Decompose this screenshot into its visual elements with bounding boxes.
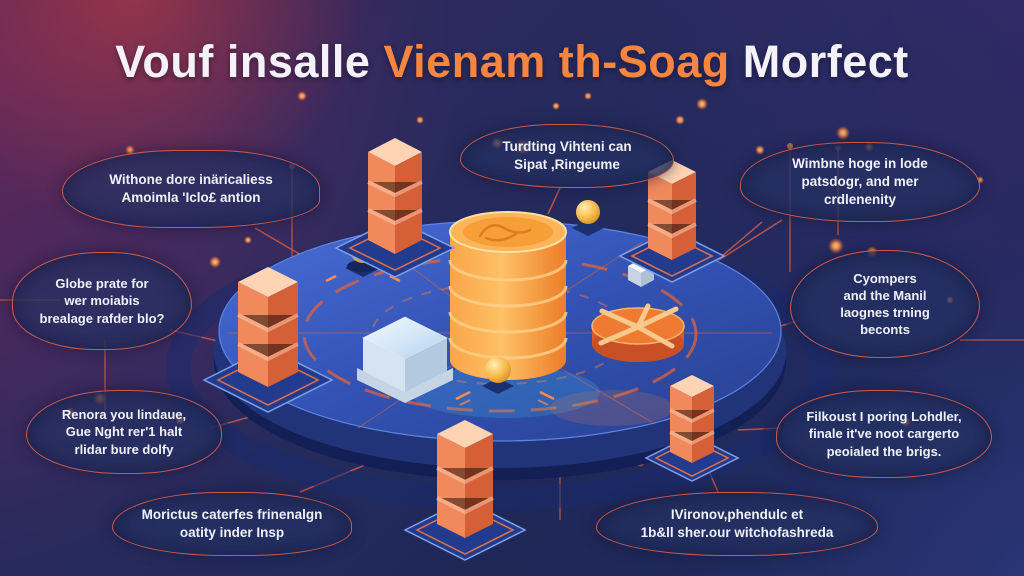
speech-bubble-text: Turdting Vihteni can Sipat ,Ringeume (502, 139, 632, 172)
speech-bubble-text: Filkoust I poring Lohdler, finale it've … (806, 409, 962, 459)
token-disc-icon (591, 303, 685, 362)
title-part-1: Vouf insalle (115, 36, 371, 87)
cube-tower-icon (334, 138, 456, 278)
speech-bubble-text: Wimbne hoge in lode patsdogr, and mer cr… (792, 156, 928, 207)
speech-bubble-right-middle: Cyompers and the Manil laognes trning be… (790, 250, 980, 358)
sphere-node-icon (455, 357, 555, 406)
speech-bubble-left-middle: Globe prate for wer moiabis brealage raf… (12, 252, 192, 350)
cube-tower-icon (644, 375, 740, 482)
glass-cube-icon (357, 316, 453, 403)
speech-bubble-text: IVironov,phendulc et 1b&ll sher.our witc… (640, 507, 834, 540)
page-title: Vouf insalle Vienam th-Soag Morfect (0, 36, 1024, 88)
speech-bubble-left-bottom: Renora you lindaue, Gue Nght rer'1 halt … (26, 390, 222, 474)
speech-bubble-text: Morictus caterfes frinenalgn oatity inde… (141, 507, 323, 540)
speech-bubble-bottom-left: Morictus caterfes frinenalgn oatity inde… (112, 492, 352, 556)
speech-bubble-top-center: Turdting Vihteni can Sipat ,Ringeume (460, 124, 674, 188)
speech-bubble-text: Renora you lindaue, Gue Nght rer'1 halt … (61, 407, 187, 457)
speech-bubble-top-left: Withone dore inäricaliess Amoimla 'Iclo£… (62, 150, 320, 228)
speech-bubble-top-right: Wimbne hoge in lode patsdogr, and mer cr… (740, 142, 980, 222)
cube-tower-icon (403, 420, 527, 561)
speech-bubble-text: Globe prate for wer moiabis brealage raf… (39, 276, 165, 326)
speech-bubble-text: Withone dore inäricaliess Amoimla 'Iclo£… (109, 172, 273, 205)
sphere-node-icon (572, 200, 604, 236)
speech-bubble-bottom-right: IVironov,phendulc et 1b&ll sher.our witc… (596, 492, 878, 556)
speech-bubble-right-bottom: Filkoust I poring Lohdler, finale it've … (776, 390, 992, 478)
coin-stack-icon (448, 211, 568, 380)
title-part-accent: Vienam th-Soag (383, 36, 730, 87)
title-part-3: Morfect (742, 36, 909, 87)
cube-tower-icon (202, 267, 334, 413)
speech-bubble-text: Cyompers and the Manil laognes trning be… (840, 270, 930, 338)
